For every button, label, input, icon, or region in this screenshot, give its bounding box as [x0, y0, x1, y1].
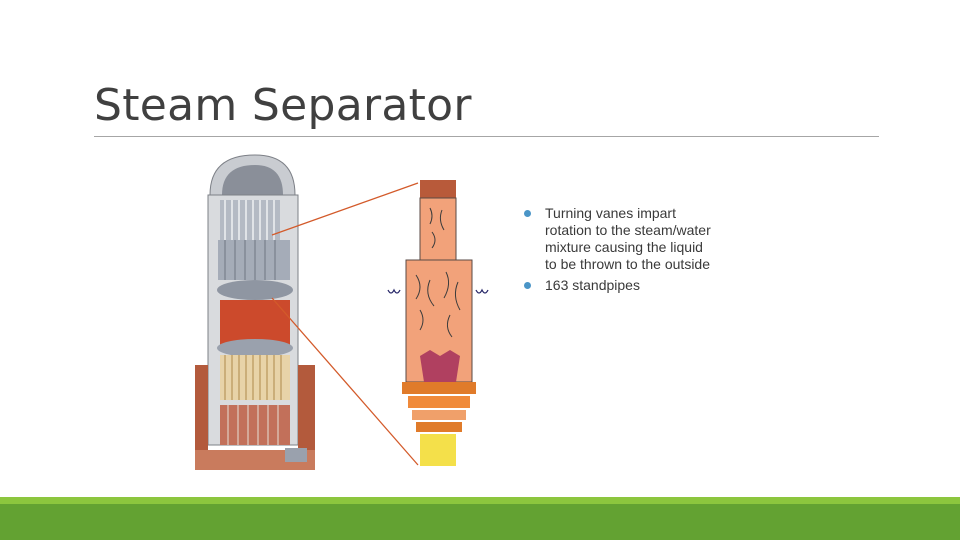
title-rule — [94, 136, 879, 137]
footer-bar — [0, 504, 960, 540]
slide-title: Steam Separator — [94, 80, 472, 131]
bullet-dot-icon — [524, 282, 531, 289]
reactor-diagram — [195, 154, 489, 470]
callout-lines — [271, 182, 419, 466]
bullet-item: 163 standpipes — [524, 277, 714, 294]
bullet-list: Turning vanes impart rotation to the ste… — [524, 205, 714, 298]
steam-separator-detail — [387, 180, 489, 466]
bullet-text: 163 standpipes — [545, 277, 640, 293]
bullet-item: Turning vanes impart rotation to the ste… — [524, 205, 714, 273]
reactor-vessel-cutaway — [195, 154, 315, 470]
bullet-text: Turning vanes impart rotation to the ste… — [545, 205, 711, 272]
footer-accent-bar — [0, 497, 960, 504]
bullet-dot-icon — [524, 210, 531, 217]
